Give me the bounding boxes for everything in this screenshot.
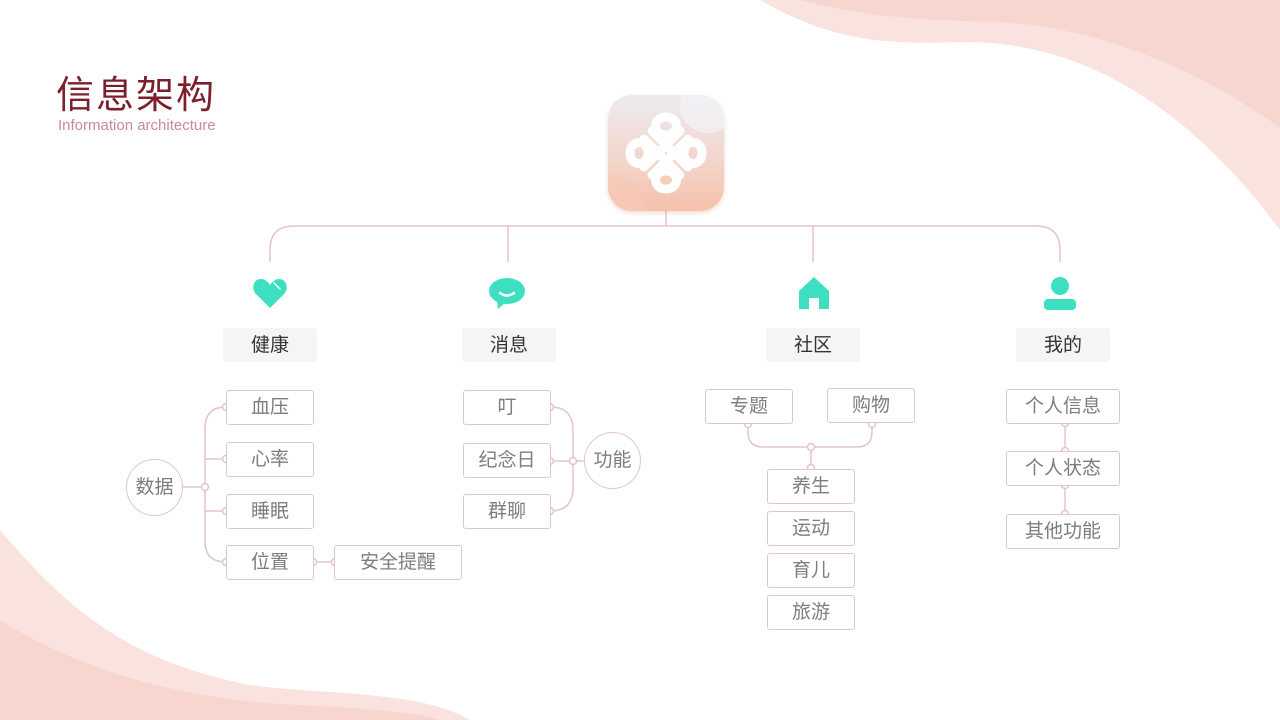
user-icon (1043, 276, 1077, 314)
node-parenting[interactable]: 育儿 (767, 553, 855, 588)
node-personal-info[interactable]: 个人信息 (1006, 389, 1120, 424)
node-topics[interactable]: 专题 (705, 389, 793, 424)
node-safety-alert[interactable]: 安全提醒 (334, 545, 462, 580)
node-personal-status[interactable]: 个人状态 (1006, 451, 1120, 486)
node-blood-pressure[interactable]: 血压 (226, 390, 314, 425)
node-heart-rate[interactable]: 心率 (226, 442, 314, 477)
node-sleep[interactable]: 睡眠 (226, 494, 314, 529)
node-ding[interactable]: 叮 (463, 390, 551, 425)
node-health-care[interactable]: 养生 (767, 469, 855, 504)
page-title: 信息架构 (56, 73, 217, 117)
category-health-label[interactable]: 健康 (223, 328, 317, 362)
node-shopping[interactable]: 购物 (827, 388, 915, 423)
node-travel[interactable]: 旅游 (767, 595, 855, 630)
app-logo-knot-icon (608, 95, 724, 211)
category-community-label[interactable]: 社区 (766, 328, 860, 362)
node-other-functions[interactable]: 其他功能 (1006, 514, 1120, 549)
heart-icon (252, 276, 288, 314)
node-anniversary[interactable]: 纪念日 (463, 443, 551, 478)
home-icon (798, 276, 830, 314)
hub-data[interactable]: 数据 (126, 459, 183, 516)
category-message-label[interactable]: 消息 (462, 328, 556, 362)
hub-function[interactable]: 功能 (584, 432, 641, 489)
node-group-chat[interactable]: 群聊 (463, 494, 551, 529)
chat-bubble-icon (488, 276, 526, 314)
node-location[interactable]: 位置 (226, 545, 314, 580)
page-subtitle: Information architecture (58, 117, 216, 134)
category-mine-label[interactable]: 我的 (1016, 328, 1110, 362)
node-sports[interactable]: 运动 (767, 511, 855, 546)
